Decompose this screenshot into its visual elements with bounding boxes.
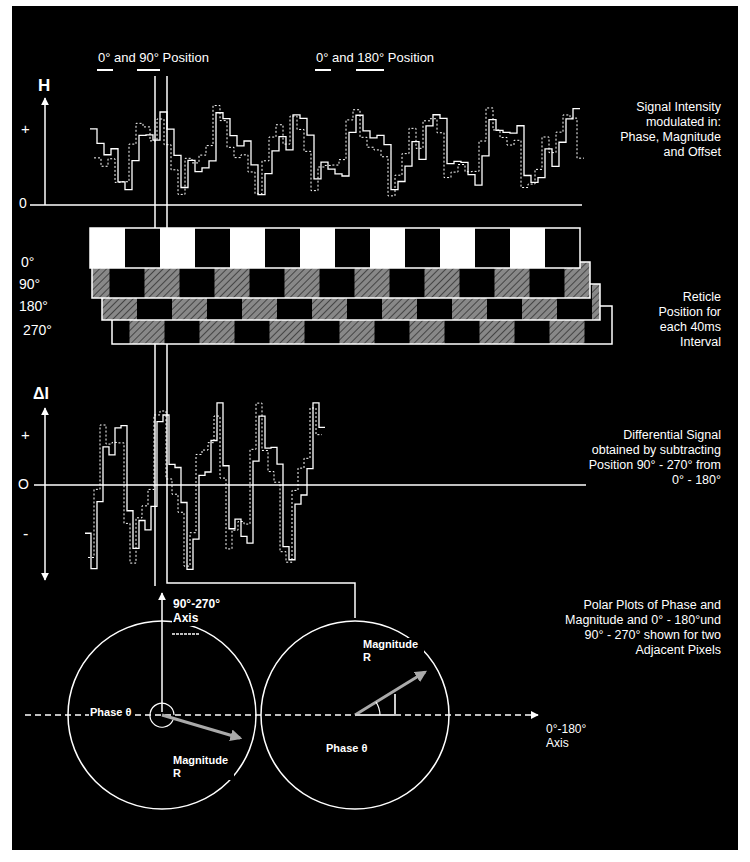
side-note: Differential Signal obtained by subtract… [586, 428, 722, 488]
reticle-square [510, 228, 545, 268]
axis-sign: O [17, 476, 30, 493]
background [12, 6, 738, 850]
magnitude-label: Magnitude R [172, 754, 234, 780]
underline [315, 69, 331, 71]
circle [68, 621, 256, 809]
reticle-square [370, 228, 405, 268]
magnitude-label: Magnitude R [362, 638, 424, 664]
reticle-label: 0° [20, 254, 35, 271]
marker-line [167, 76, 355, 618]
underline [137, 69, 160, 71]
axis-sign: + [20, 120, 31, 138]
signal-trace [94, 106, 584, 196]
axis-sign: + [20, 426, 31, 444]
reticle-square [592, 284, 600, 320]
differential-trace [88, 403, 322, 566]
polar-plot-circle: Phase θ Magnitude R [67, 620, 257, 810]
side-note: Reticle Position for each 40ms Interval [646, 290, 722, 350]
reticle-square [230, 228, 265, 268]
zero-line [30, 204, 582, 206]
position-label: 0° and 90° Position [97, 50, 210, 66]
component-vector [355, 714, 395, 716]
axis-label: 90°-270° Axis [172, 597, 226, 626]
side-note: Signal Intensity modulated in: Phase, Ma… [614, 100, 722, 160]
axis-label: H [37, 76, 51, 96]
reticle-bar [90, 228, 580, 268]
underline [356, 69, 384, 71]
component-vector [394, 694, 396, 715]
reticle-label: 90° [18, 276, 41, 293]
polar-plot-circle: Magnitude R Phase θ [260, 620, 450, 810]
phase-label: Phase θ [325, 742, 368, 755]
underline [172, 633, 200, 635]
reticle-square [300, 228, 335, 268]
vertical-axis [161, 593, 163, 712]
reticle-label: 180° [18, 298, 49, 315]
reticle-label: 270° [22, 322, 53, 339]
differential-trace [85, 403, 325, 570]
delta-axis [44, 408, 46, 580]
magnitude-vector [355, 672, 425, 715]
axis-sign: - [22, 524, 29, 543]
signal-trace [90, 109, 580, 195]
reticle-square [90, 228, 125, 268]
axis-sign: 0 [18, 195, 28, 212]
circle [261, 621, 449, 809]
magnitude-vector [162, 715, 240, 738]
position-label: 0° and 180° Position [315, 50, 435, 66]
bar-ground [90, 228, 580, 268]
phase-arc [376, 702, 380, 715]
side-note: Polar Plots of Phase and Magnitude and 0… [550, 598, 722, 658]
axis-label: ΔI [32, 384, 50, 403]
bar-outline [90, 228, 580, 268]
reticle-square [440, 228, 475, 268]
reticle-square [160, 228, 195, 268]
axis-label: 0°-180° Axis [545, 722, 601, 751]
phase-label: Phase θ [89, 706, 132, 719]
h-axis [44, 98, 46, 205]
underline [97, 69, 113, 71]
phase-arc [150, 703, 174, 727]
